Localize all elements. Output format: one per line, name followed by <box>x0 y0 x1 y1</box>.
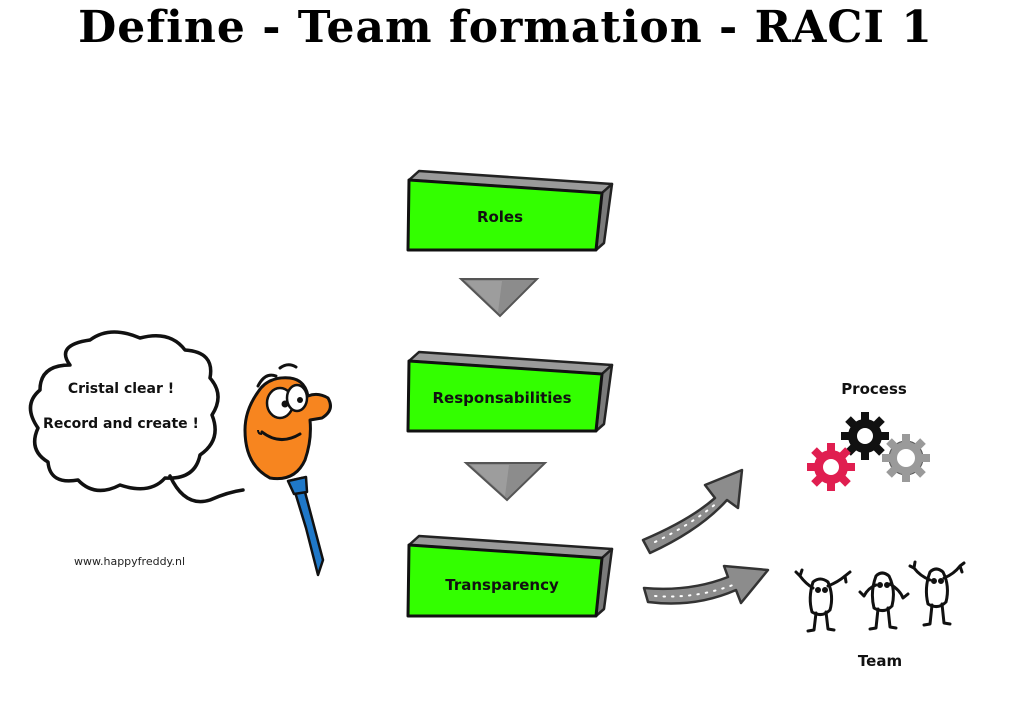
page-title: Define - Team formation - RACI 1 <box>78 2 933 53</box>
step-label-roles: Roles <box>476 208 524 226</box>
process-label: Process <box>841 380 907 398</box>
arrow-to-process <box>641 468 744 555</box>
character-illustration <box>243 363 332 577</box>
down-arrow-2 <box>463 462 548 502</box>
step-label-transparency: Transparency <box>445 576 559 594</box>
step-box-transparency <box>406 534 614 618</box>
bubble-line-1: Cristal clear ! <box>67 381 175 397</box>
arrow-to-team <box>642 564 770 605</box>
step-box-responsabilities <box>406 350 614 433</box>
step-label-responsabilities: Responsabilities <box>432 389 572 407</box>
step-box-roles <box>406 169 614 252</box>
gears-icon <box>807 412 930 491</box>
team-figures-icon <box>794 560 966 633</box>
website-url: www.happyfreddy.nl <box>74 555 186 568</box>
bubble-line-2: Record and create ! <box>43 416 199 432</box>
down-arrow-1 <box>458 278 540 318</box>
speech-bubble <box>28 330 245 504</box>
team-label: Team <box>857 652 903 670</box>
